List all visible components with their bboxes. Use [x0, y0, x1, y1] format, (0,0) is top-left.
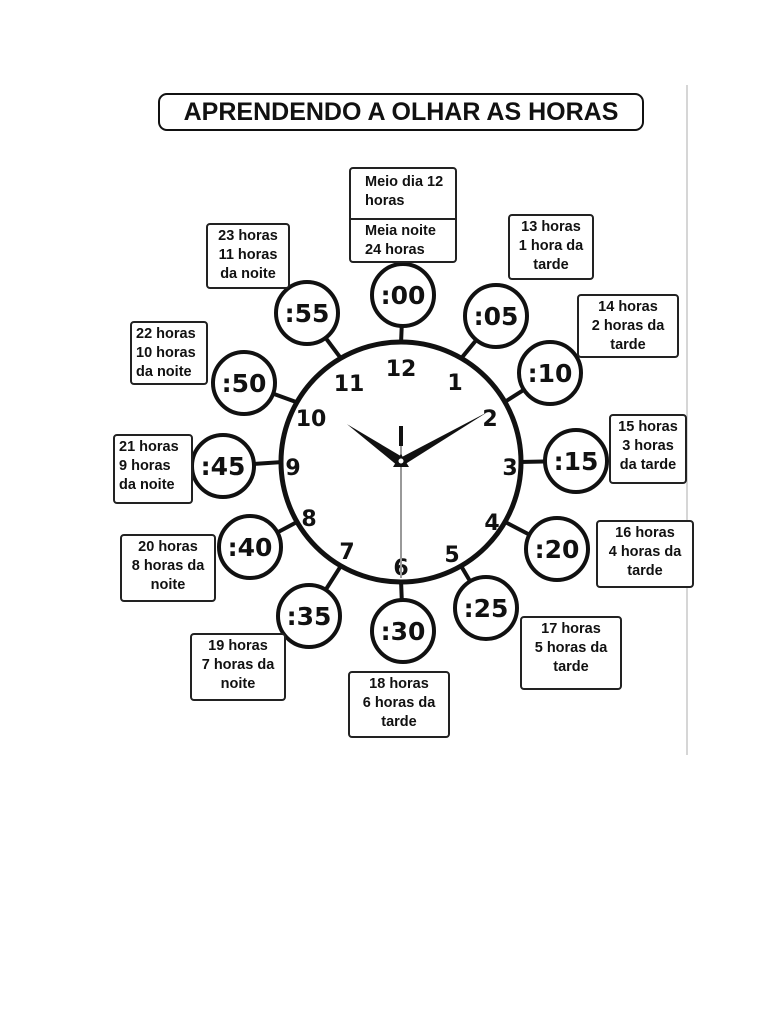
label-hour-5: 17 horas 5 horas da tarde: [520, 616, 622, 690]
label-hour-7: 19 horas 7 horas da noite: [190, 633, 286, 701]
label-hour-5-line-1: 17 horas: [541, 621, 601, 637]
label-hour-8: 20 horas 8 horas da noite: [120, 534, 216, 602]
label-hour-7-line-3: noite: [220, 676, 256, 692]
minute-label-30: :30: [381, 617, 426, 646]
label-hour-9-line-2: 9 horas: [119, 458, 171, 474]
label-hour-1: 13 horas 1 hora da tarde: [508, 214, 594, 280]
noon-line-2: 12 horas: [365, 174, 444, 209]
label-hour-10-line-2: 10 horas: [136, 345, 196, 361]
minute-circle-20: [524, 516, 590, 582]
hour-number-3: 3: [502, 456, 517, 481]
minute-hand: [394, 412, 488, 466]
minute-label-20: :20: [535, 535, 580, 564]
label-hour-1-line-3: tarde: [533, 257, 569, 273]
label-hour-9-line-1: 21 horas: [119, 439, 179, 455]
label-hour-1-line-1: 13 horas: [521, 219, 581, 235]
minute-circle-35: [276, 583, 342, 649]
label-hour-8-line-1: 20 horas: [138, 539, 198, 555]
label-hour-11-line-3: da noite: [220, 266, 276, 282]
spoke-35: [324, 563, 344, 591]
minute-label-05: :05: [474, 302, 519, 331]
minute-circle-10: [517, 340, 583, 406]
label-hour-2-line-3: tarde: [610, 337, 646, 353]
minute-label-55: :55: [285, 299, 330, 328]
minute-circle-15: [543, 428, 609, 494]
label-hour-9-line-3: da noite: [119, 477, 175, 493]
label-hour-6-line-3: tarde: [381, 714, 417, 730]
label-hour-6: 18 horas 6 horas da tarde: [348, 671, 450, 738]
minute-circle-50: [211, 350, 277, 416]
label-hour-2-line-1: 14 horas: [598, 299, 658, 315]
label-hour-10-line-3: da noite: [136, 364, 192, 380]
spoke-20: [502, 519, 530, 537]
hour-number-10: 10: [296, 407, 327, 432]
label-hour-8-line-3: noite: [150, 577, 186, 593]
label-hour-11: 23 horas 11 horas da noite: [206, 223, 290, 289]
label-hour-2-line-2: 2 horas da: [591, 318, 665, 334]
minute-label-15: :15: [554, 447, 599, 476]
label-noon-midnight: Meio dia 12 horas Meia noite 24 horas: [349, 167, 457, 263]
hour-number-5: 5: [444, 543, 459, 568]
label-hour-4-line-3: tarde: [627, 563, 663, 579]
label-hour-10-line-1: 22 horas: [136, 326, 196, 342]
label-hour-4: 16 horas 4 horas da tarde: [596, 520, 694, 588]
hour-number-1: 1: [447, 371, 462, 396]
hour-number-2: 2: [482, 407, 497, 432]
label-hour-5-line-2: 5 horas da: [534, 640, 608, 656]
minute-circle-00: [370, 262, 436, 328]
worksheet-title: APRENDENDO A OLHAR AS HORAS: [158, 93, 644, 131]
label-hour-4-line-2: 4 horas da: [608, 544, 682, 560]
label-hour-7-line-1: 19 horas: [208, 638, 268, 654]
minute-label-35: :35: [287, 602, 332, 631]
label-hour-3-line-1: 15 horas: [618, 419, 678, 435]
label-hour-5-line-3: tarde: [553, 659, 589, 675]
page-edge-rule: [686, 85, 688, 755]
label-hour-8-line-2: 8 horas da: [131, 558, 205, 574]
hour-number-11: 11: [334, 372, 365, 397]
minute-circle-05: [463, 283, 529, 349]
noon-label: Meio dia 12 horas: [351, 171, 455, 211]
hour-number-12: 12: [386, 357, 417, 382]
hour-number-4: 4: [484, 511, 499, 536]
label-hour-3-line-2: 3 horas: [622, 438, 674, 454]
label-hour-6-line-2: 6 horas da: [362, 695, 436, 711]
minute-label-00: :00: [381, 281, 426, 310]
hour-number-8: 8: [301, 507, 316, 532]
minute-circle-30: [370, 598, 436, 664]
minute-circle-25: [453, 575, 519, 641]
minute-label-50: :50: [222, 369, 267, 398]
label-hour-10: 22 horas 10 horas da noite: [130, 321, 208, 385]
minute-label-45: :45: [201, 452, 246, 481]
spoke-45: [254, 460, 284, 466]
minute-label-25: :25: [464, 594, 509, 623]
hour-number-9: 9: [285, 456, 300, 481]
hour-number-7: 7: [339, 540, 354, 565]
label-hour-2: 14 horas 2 horas da tarde: [577, 294, 679, 358]
center-pivot-dot: [398, 458, 404, 464]
label-hour-11-line-2: 11 horas: [218, 247, 278, 263]
label-hour-3-line-3: da tarde: [619, 457, 677, 473]
label-hour-7-line-2: 7 horas da: [201, 657, 275, 673]
hour-hand: [346, 424, 408, 467]
minute-circle-55: [274, 280, 340, 346]
midnight-line-2: 24 horas: [365, 242, 425, 258]
minute-label-10: :10: [528, 359, 573, 388]
label-hour-3: 15 horas 3 horas da tarde: [609, 414, 687, 484]
label-hour-4-line-1: 16 horas: [615, 525, 675, 541]
label-hour-9: 21 horas 9 horas da noite: [113, 434, 193, 504]
label-hour-1-line-2: 1 hora da: [518, 238, 584, 254]
midnight-label: Meia noite 24 horas: [351, 218, 455, 260]
label-hour-11-line-1: 23 horas: [218, 228, 278, 244]
midnight-line-1: Meia noite: [365, 223, 436, 239]
minute-label-40: :40: [228, 533, 273, 562]
minute-circle-40: [217, 514, 283, 580]
noon-line-1: Meio dia: [365, 174, 424, 190]
label-hour-6-line-1: 18 horas: [369, 676, 429, 692]
